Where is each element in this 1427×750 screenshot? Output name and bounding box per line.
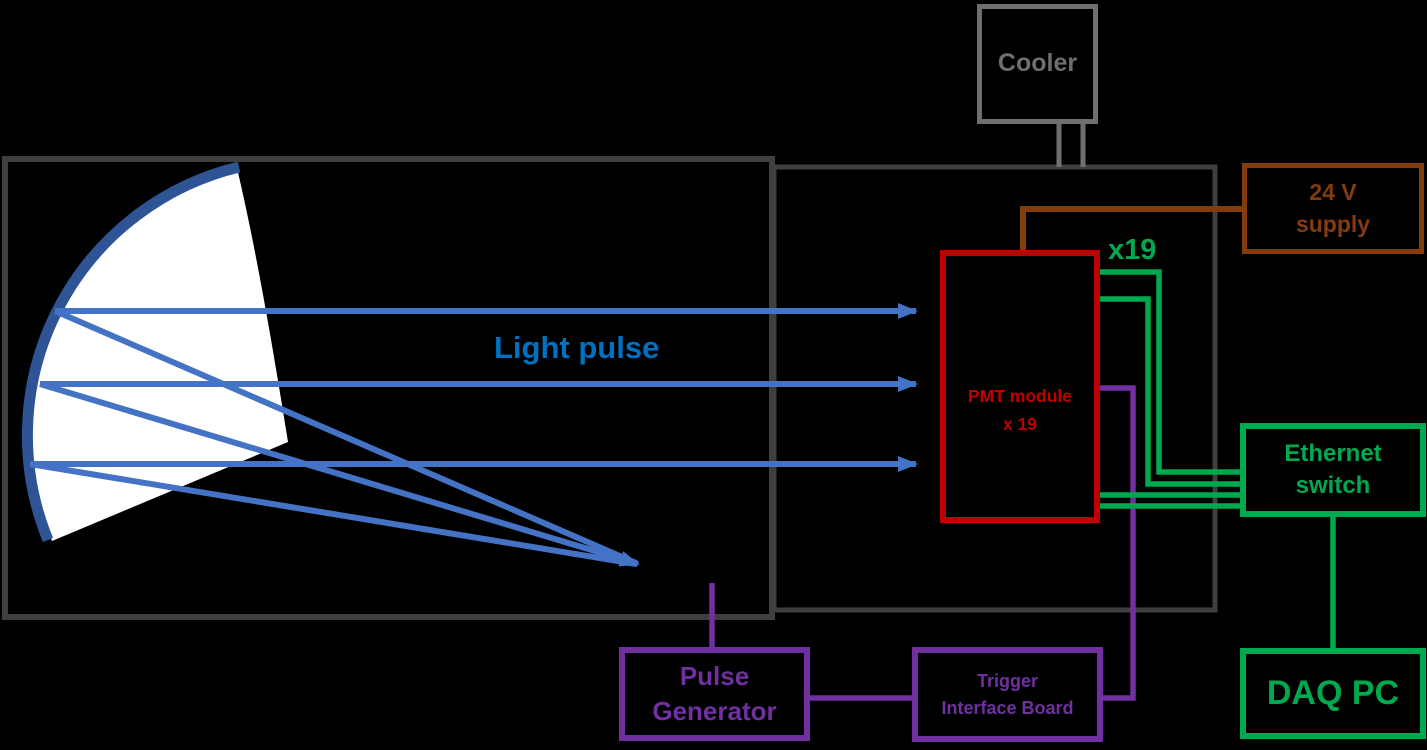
- ethernet-wire-2: [1096, 296, 1243, 487]
- pmt-module-box: PMT module x 19: [940, 250, 1100, 523]
- light-pulse-label: Light pulse: [494, 330, 660, 365]
- x19-label: x19: [1108, 234, 1157, 266]
- supply-24v-box: 24 V supply: [1242, 163, 1424, 254]
- pulse-generator-box: Pulse Generator: [619, 647, 810, 741]
- supply-label-line1: 24 V: [1309, 179, 1357, 206]
- ethernet-label-line2: switch: [1295, 472, 1371, 499]
- focused-ray-1: [53, 308, 638, 566]
- trigger-label-line1: Trigger: [976, 670, 1038, 691]
- pmt-label-line2: x 19: [1002, 413, 1038, 434]
- cooler-label: Cooler: [997, 49, 1078, 78]
- daq-pc-box: DAQ PC: [1240, 648, 1426, 739]
- ethernet-wire-1: [1096, 269, 1243, 475]
- supply-wire: [1020, 206, 1242, 256]
- daq-label: DAQ PC: [1266, 673, 1400, 712]
- focused-ray-3: [29, 461, 637, 567]
- supply-label-line2: supply: [1295, 210, 1371, 237]
- pulse-generator-label-line1: Pulse: [679, 660, 750, 691]
- trigger-to-pmt-wire: [1096, 385, 1136, 701]
- pmt-label-line1: PMT module: [967, 385, 1073, 406]
- pulse-generator-label-line2: Generator: [652, 696, 777, 726]
- camera-enclosure-outline: [771, 164, 1218, 613]
- trigger-interface-board-box: Trigger Interface Board: [912, 647, 1103, 742]
- focused-ray-2: [39, 381, 640, 567]
- cooler-box: Cooler: [977, 4, 1098, 124]
- trigger-label-line2: Interface Board: [941, 697, 1074, 718]
- ethernet-switch-box: Ethernet switch: [1240, 423, 1426, 517]
- ethernet-label-line1: Ethernet: [1284, 439, 1382, 467]
